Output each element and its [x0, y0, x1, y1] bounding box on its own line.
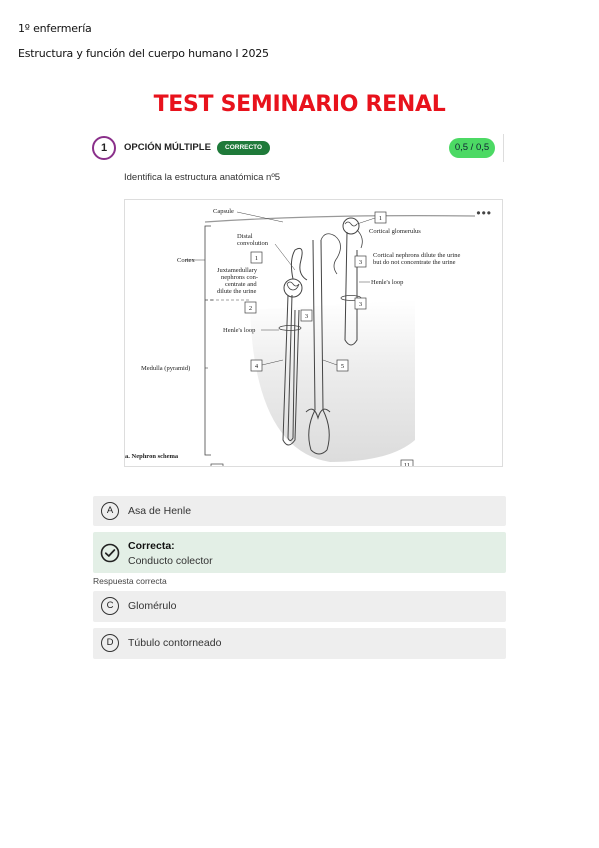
- label-cortex: Cortex: [177, 257, 195, 264]
- option-d[interactable]: D Túbulo contorneado: [93, 628, 506, 659]
- capsule-line: [204, 215, 476, 223]
- option-a[interactable]: A Asa de Henle: [93, 496, 506, 526]
- num-11: 11: [404, 462, 410, 467]
- option-c[interactable]: C Glomérulo: [93, 591, 506, 622]
- page-title: TEST SEMINARIO RENAL: [153, 92, 446, 117]
- check-circle-icon: [100, 543, 120, 563]
- medulla-shading: [250, 300, 415, 462]
- label-capsule: Capsule: [213, 208, 234, 215]
- label-henles-loop-left: Henle's loop: [223, 327, 255, 334]
- label-juxta-1: Juxtamedullary: [217, 267, 258, 274]
- label-juxta-2: nephrons con-: [221, 274, 258, 281]
- question-number: 1: [92, 136, 116, 160]
- label-cortical-nephrons-1: Cortical nephrons dilute the urine: [373, 252, 460, 259]
- more-dots-icon[interactable]: •••: [476, 206, 492, 220]
- num-3-right-top: 3: [359, 259, 362, 266]
- option-c-text: Glomérulo: [128, 600, 177, 612]
- cortex-medulla-bracket: [204, 225, 211, 456]
- collecting-duct: [312, 239, 324, 411]
- option-d-letter: D: [101, 634, 119, 652]
- num-4: 4: [255, 363, 259, 370]
- option-a-text: Asa de Henle: [128, 505, 192, 517]
- label-juxta-3: centrate and: [225, 281, 257, 288]
- answer-note: Respuesta correcta: [93, 576, 167, 586]
- question-type: OPCIÓN MÚLTIPLE: [124, 142, 211, 153]
- option-b-correct[interactable]: Correcta: Conducto colector: [93, 532, 506, 573]
- cortical-nephron-loop: [344, 231, 358, 346]
- label-distal-1: Distal: [237, 233, 253, 240]
- label-cortical-nephrons-2: but do not concentrate the urine: [373, 259, 456, 266]
- juxtamedullary-glomerulus: [283, 278, 303, 298]
- nephron-diagram: Capsule Cortical glomerulus Distal convo…: [125, 208, 476, 467]
- header-divider: [503, 134, 504, 162]
- status-badge: CORRECTO: [217, 141, 271, 155]
- option-a-letter: A: [101, 502, 119, 520]
- num-1-left: 1: [255, 255, 258, 262]
- num-5: 5: [341, 363, 344, 370]
- num-3-right: 3: [359, 301, 362, 308]
- label-juxta-4: dilute the urine: [217, 288, 256, 295]
- cortical-glomerulus: [342, 217, 360, 235]
- label-henles-loop-right: Henle's loop: [371, 279, 403, 286]
- num-1-top: 1: [379, 215, 382, 222]
- option-d-text: Túbulo contorneado: [128, 637, 222, 649]
- subject-name: Estructura y función del cuerpo humano I…: [18, 47, 269, 60]
- juxtamedullary-loop: [282, 294, 300, 446]
- figure-caption: a. Nephron schema: [125, 453, 179, 460]
- num-3-mid: 3: [305, 313, 308, 320]
- question-prompt: Identifica la estructura anatómica nº5: [124, 172, 281, 183]
- option-b-text: Conducto colector: [128, 555, 213, 567]
- course-name: 1º enfermería: [18, 22, 92, 35]
- option-c-letter: C: [101, 597, 119, 615]
- question-header: 1 OPCIÓN MÚLTIPLE CORRECTO 0,5 / 0,5: [92, 134, 504, 162]
- score-badge: 0,5 / 0,5: [449, 138, 495, 158]
- label-cortical-glomerulus: Cortical glomerulus: [369, 228, 421, 235]
- label-medulla: Medulla (pyramid): [141, 365, 190, 372]
- nephron-figure: Capsule Cortical glomerulus Distal convo…: [124, 199, 503, 467]
- correct-label: Correcta:: [128, 540, 175, 552]
- label-distal-2: convolution: [237, 240, 269, 247]
- num-2: 2: [249, 305, 252, 312]
